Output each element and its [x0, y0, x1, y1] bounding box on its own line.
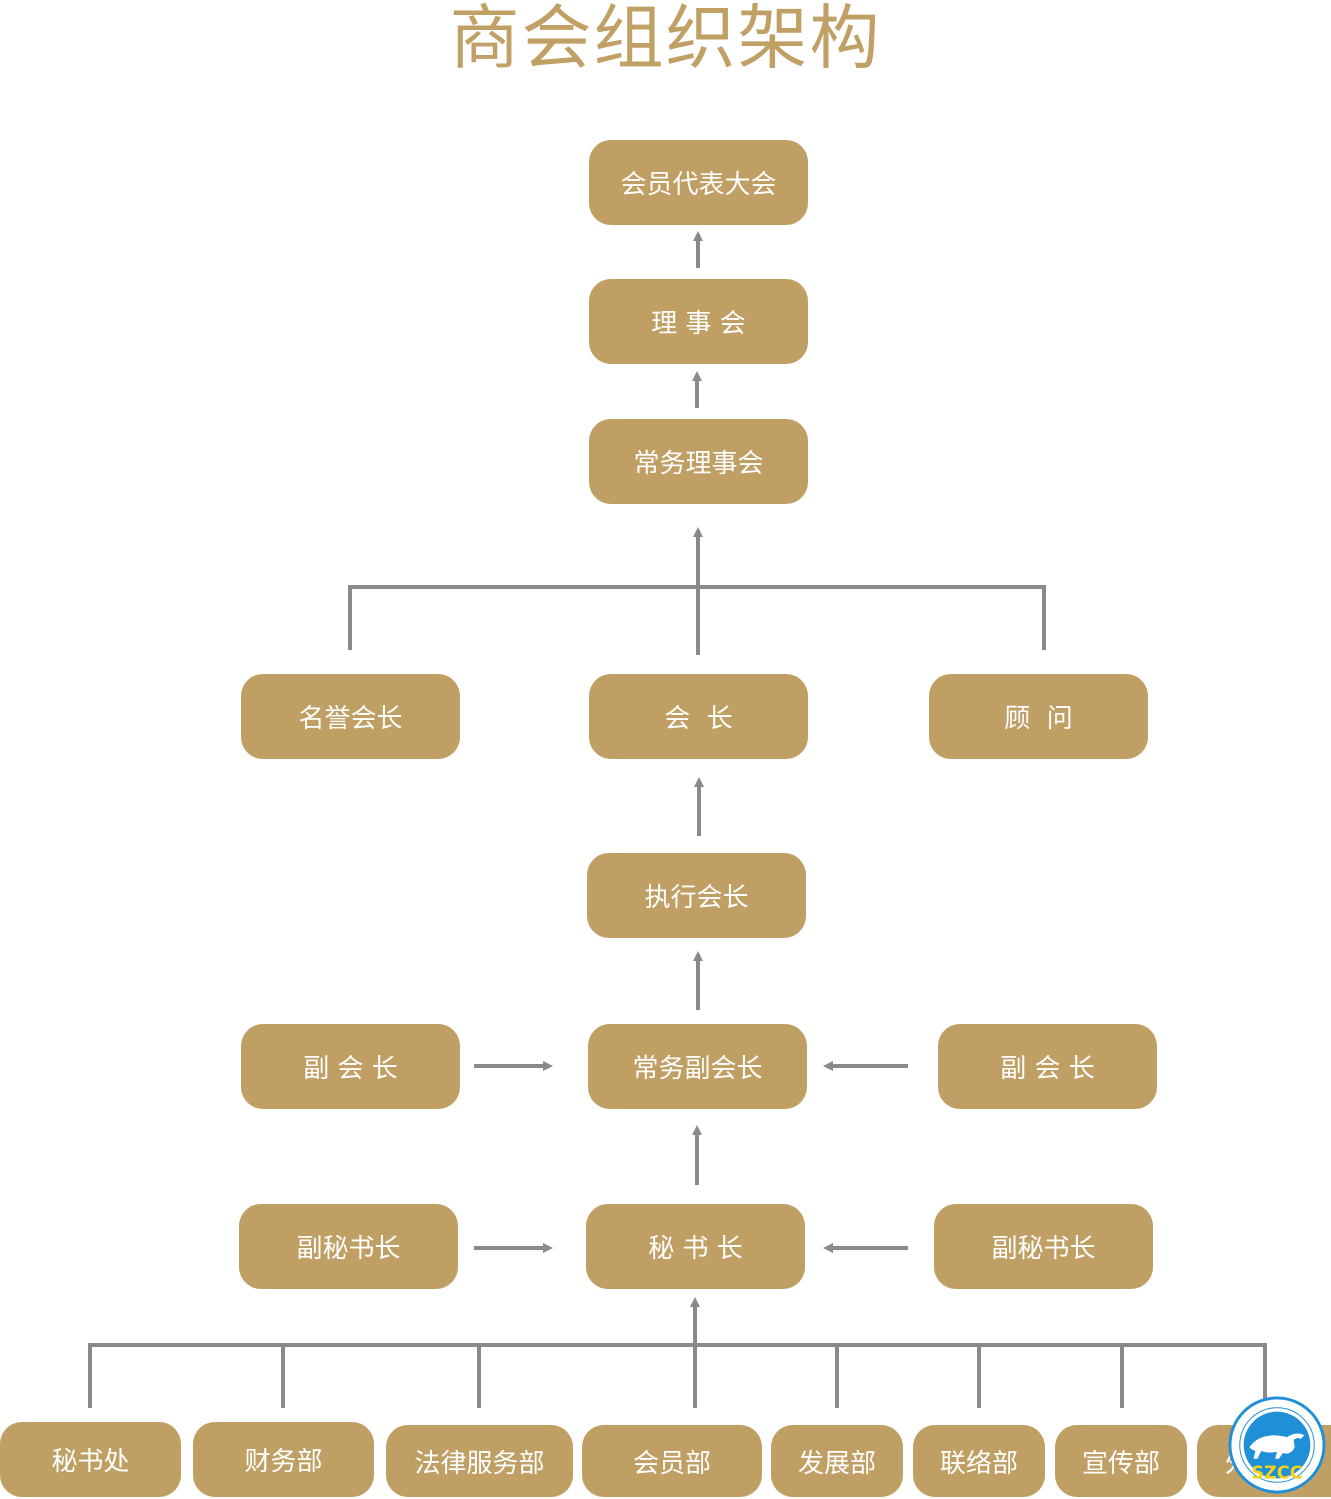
branch-bottom-bracket	[88, 1343, 1267, 1408]
logo-text: SZCC	[1251, 1463, 1302, 1483]
node-deputy-secretary-right: 副秘书长	[934, 1204, 1153, 1289]
node-honorary-president: 名誉会长	[241, 674, 460, 759]
department-box: 发展部	[771, 1425, 903, 1497]
szcc-logo: SZCC	[1228, 1396, 1326, 1494]
node-vice-president-left: 副 会 长	[241, 1024, 460, 1109]
department-box: 宣传部	[1055, 1425, 1187, 1497]
node-advisor: 顾 问	[929, 674, 1148, 759]
node-congress: 会员代表大会	[589, 140, 808, 225]
bull-icon	[1249, 1433, 1305, 1459]
node-president: 会 长	[589, 674, 808, 759]
department-box: 财务部	[193, 1422, 374, 1497]
node-deputy-secretary-left: 副秘书长	[239, 1204, 458, 1289]
branch-top-bracket	[348, 585, 1046, 650]
node-executive-president: 执行会长	[587, 853, 806, 938]
node-secretary-general: 秘 书 长	[586, 1204, 805, 1289]
node-council: 理 事 会	[589, 279, 808, 364]
department-box: 秘书处	[0, 1422, 181, 1497]
node-vice-president-right: 副 会 长	[938, 1024, 1157, 1109]
department-box: 法律服务部	[386, 1425, 573, 1497]
department-box: 会员部	[582, 1425, 762, 1497]
node-standing-council: 常务理事会	[589, 419, 808, 504]
department-box: 联络部	[913, 1425, 1045, 1497]
page-title: 商会组织架构	[449, 0, 882, 79]
node-standing-vice-president: 常务副会长	[588, 1024, 807, 1109]
